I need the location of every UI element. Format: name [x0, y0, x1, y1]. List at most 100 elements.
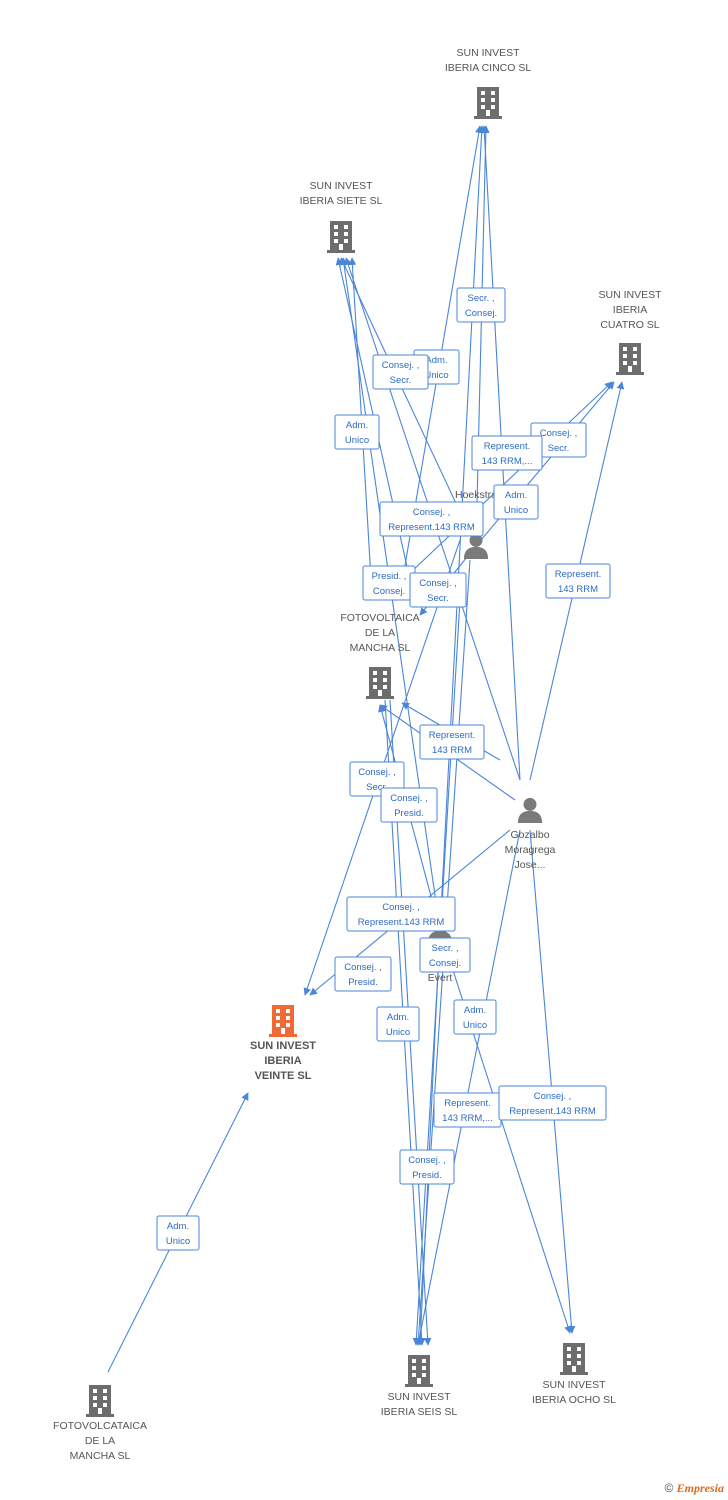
node-label: Evert: [428, 972, 453, 984]
company-node[interactable]: SUN INVEST IBERIA SEIS SL: [381, 1355, 458, 1418]
edge-label-text: Consej. ,: [413, 507, 451, 518]
node-label: IBERIA SIETE SL: [300, 195, 383, 207]
edge-label-box[interactable]: Represent.143 RRM: [419, 724, 485, 760]
relationship-edge: [439, 929, 572, 1334]
node-label: SUN INVEST: [542, 1379, 606, 1391]
edge-label-text: Consej. ,: [534, 1091, 572, 1102]
building-icon: [269, 1005, 297, 1037]
building-icon: [86, 1385, 114, 1417]
relationship-edge: [529, 829, 576, 1334]
edge-label-text: 143 RRM: [558, 584, 598, 595]
company-node[interactable]: FOTOVOLCATAICA DE LA MANCHA SL: [53, 1385, 147, 1462]
node-label: DE LA: [365, 627, 395, 639]
edge-label-box[interactable]: Consej. ,Represent.143 RRM: [346, 896, 456, 932]
edge-label-text: 143 RRM: [432, 745, 472, 756]
edge-label-box[interactable]: Consej. , Presid.: [380, 787, 438, 823]
edge-label-text: Represent.: [444, 1098, 490, 1109]
edge-label-text: Secr.: [427, 593, 449, 604]
edge-label-text: Adm.: [425, 355, 447, 366]
brand-logo[interactable]: Empresia: [676, 1481, 724, 1495]
edge-label-text: Represent.: [484, 441, 530, 452]
node-label: FOTOVOLCATAICA: [53, 1420, 147, 1432]
node-label: IBERIA: [613, 304, 647, 316]
edge-label-text: Adm.: [387, 1012, 409, 1023]
edge-label-box[interactable]: Consej. , Secr.: [409, 572, 467, 608]
company-node[interactable]: SUN INVEST IBERIA CUATRO SL: [598, 289, 662, 375]
edge-label-text: Secr.: [390, 375, 412, 386]
edge-label-text: Consej. ,: [540, 428, 578, 439]
node-label: SUN INVEST: [387, 1391, 451, 1403]
node-label: SUN INVEST: [250, 1040, 316, 1052]
edge-label-box[interactable]: Adm.Unico: [493, 484, 539, 520]
node-label: IBERIA SEIS SL: [381, 1406, 458, 1418]
edge-label-box[interactable]: Adm.Unico: [376, 1006, 420, 1042]
edge-label-box[interactable]: Adm.Unico: [453, 999, 497, 1035]
node-label: IBERIA CINCO SL: [445, 62, 532, 74]
footer: © Empresia: [664, 1481, 724, 1496]
edge-label-text: Consej. ,: [382, 902, 420, 913]
edge-label-box[interactable]: Consej. ,Presid.: [334, 956, 392, 992]
edge-label-box[interactable]: Adm.Unico: [334, 414, 380, 450]
edge-label-box[interactable]: Secr. , Consej.: [456, 287, 506, 323]
edge-label-text: Secr.: [548, 443, 570, 454]
edge-label-text: 143 RRM,...: [482, 456, 533, 467]
edge-label-text: Adm.: [505, 490, 527, 501]
edge-label-text: Consej. ,: [408, 1155, 446, 1166]
edge-label-box[interactable]: Represent.143 RRM,...: [433, 1092, 502, 1128]
edge-label-text: Consej.: [465, 308, 497, 319]
building-icon: [327, 221, 355, 253]
node-label: Moragrega: [505, 844, 556, 856]
node-label: MANCHA SL: [70, 1450, 131, 1462]
edge-label-text: Consej. ,: [390, 793, 428, 804]
edge-label-text: Unico: [463, 1020, 487, 1031]
edge-label-text: Unico: [166, 1236, 190, 1247]
copyright-symbol: ©: [664, 1481, 674, 1495]
edge-label-text: Adm.: [346, 420, 368, 431]
edge-label-text: Unico: [424, 370, 448, 381]
edge-label-box[interactable]: Consej. ,Presid.: [399, 1149, 455, 1185]
node-label: DE LA: [85, 1435, 115, 1447]
edge-label-text: Consej. ,: [419, 578, 457, 589]
edge-label-box[interactable]: Adm. Unico: [156, 1215, 200, 1251]
edge-label-box[interactable]: Secr. ,Consej.: [419, 937, 471, 973]
edge-label-text: Represent.143 RRM: [509, 1106, 596, 1117]
building-icon: [616, 343, 644, 375]
edge-label-text: Secr. ,: [468, 293, 495, 304]
node-label: FOTOVOLTAICA: [340, 612, 419, 624]
edge-label-box[interactable]: Represent. 143 RRM,...: [471, 435, 543, 471]
node-label: IBERIA OCHO SL: [532, 1394, 616, 1406]
node-label: Gozalbo: [510, 829, 549, 841]
person-icon: [517, 797, 543, 823]
edge-label-box[interactable]: Presid. ,Consej.: [362, 565, 416, 601]
node-label: VEINTE SL: [255, 1070, 312, 1082]
node-label: CUATRO SL: [600, 319, 659, 331]
company-node[interactable]: SUN INVEST IBERIA OCHO SL: [532, 1343, 616, 1406]
relationship-edge: [415, 829, 521, 1346]
edge-label-text: Represent.143 RRM: [388, 522, 475, 533]
edge-label-text: Presid.: [394, 808, 424, 819]
edge-label-text: Adm.: [167, 1221, 189, 1232]
edge-label-box[interactable]: Represent. 143 RRM: [545, 563, 611, 599]
edge-label-box[interactable]: Consej. ,Secr.: [372, 354, 429, 390]
node-label: Hoekstra: [455, 489, 497, 501]
building-icon: [474, 87, 502, 119]
person-node[interactable]: GozalboMoragregaJose...: [505, 797, 556, 871]
building-icon: [405, 1355, 433, 1387]
edge-label-box[interactable]: Consej. , Represent.143 RRM: [498, 1085, 607, 1121]
edge-label-box[interactable]: Consej. , Represent.143 RRM: [379, 501, 484, 537]
edge-label-text: Consej.: [429, 958, 461, 969]
edge-label-box[interactable]: Consej. , Secr.: [530, 422, 587, 458]
relationship-edge: [340, 257, 477, 547]
edge-label-text: Secr.: [366, 782, 388, 793]
relationship-edge: [475, 125, 490, 547]
edge-label-text: Consej. ,: [344, 962, 382, 973]
edge-label-text: Represent.: [555, 569, 601, 580]
node-label: SUN INVEST: [598, 289, 662, 301]
building-icon: [366, 667, 394, 699]
